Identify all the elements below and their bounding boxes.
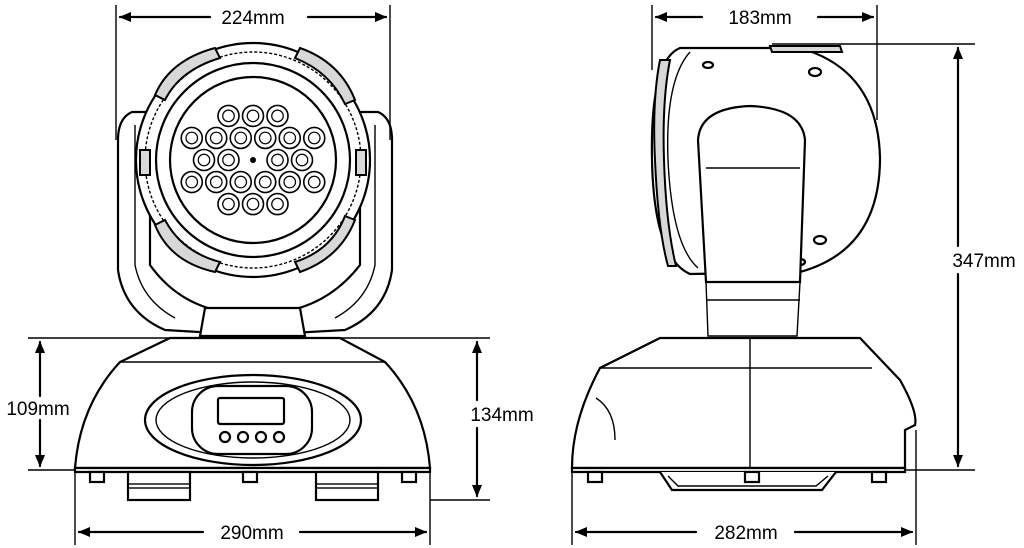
led-lens-inner xyxy=(258,131,272,145)
label-base-height-side: 134mm xyxy=(470,405,533,426)
led-lens-inner xyxy=(246,197,260,211)
led-lens-inner xyxy=(222,153,235,167)
front-dimension-lines xyxy=(28,5,490,545)
led-array xyxy=(180,104,326,216)
led-lens-inner xyxy=(185,175,199,189)
front-view xyxy=(28,5,490,545)
led-lens-inner xyxy=(222,197,235,211)
led-lens-inner xyxy=(283,131,297,145)
led-lens-inner xyxy=(271,109,284,123)
led-lens-inner xyxy=(283,175,297,189)
front-base xyxy=(73,336,432,502)
label-head-depth: 183mm xyxy=(728,8,791,29)
label-base-width-side: 282mm xyxy=(714,523,777,544)
led-lens-inner xyxy=(258,175,272,189)
led-lens-inner xyxy=(295,153,309,167)
led-lens-inner xyxy=(209,175,223,189)
led-lens-inner xyxy=(307,175,321,189)
side-yoke xyxy=(696,104,807,337)
front-head xyxy=(134,41,372,279)
led-lens-inner xyxy=(197,153,211,167)
label-total-height: 347mm xyxy=(952,251,1015,272)
led-lens-inner xyxy=(234,175,248,189)
led-lens-inner xyxy=(209,131,223,145)
side-dimension-lines xyxy=(571,5,975,545)
led-lens-inner xyxy=(271,197,284,211)
led-lens-inner xyxy=(234,131,248,145)
led-lens-inner xyxy=(307,131,321,145)
side-base xyxy=(570,336,917,492)
front-neck xyxy=(198,306,307,338)
led-lens-inner xyxy=(246,109,260,123)
led-lens-inner xyxy=(271,153,284,167)
label-base-width-front: 290mm xyxy=(220,523,283,544)
label-base-height-front: 109mm xyxy=(6,399,69,420)
label-head-width: 224mm xyxy=(221,8,284,29)
side-view xyxy=(570,5,975,545)
led-lens-inner xyxy=(185,131,199,145)
led-lens-inner xyxy=(222,109,235,123)
